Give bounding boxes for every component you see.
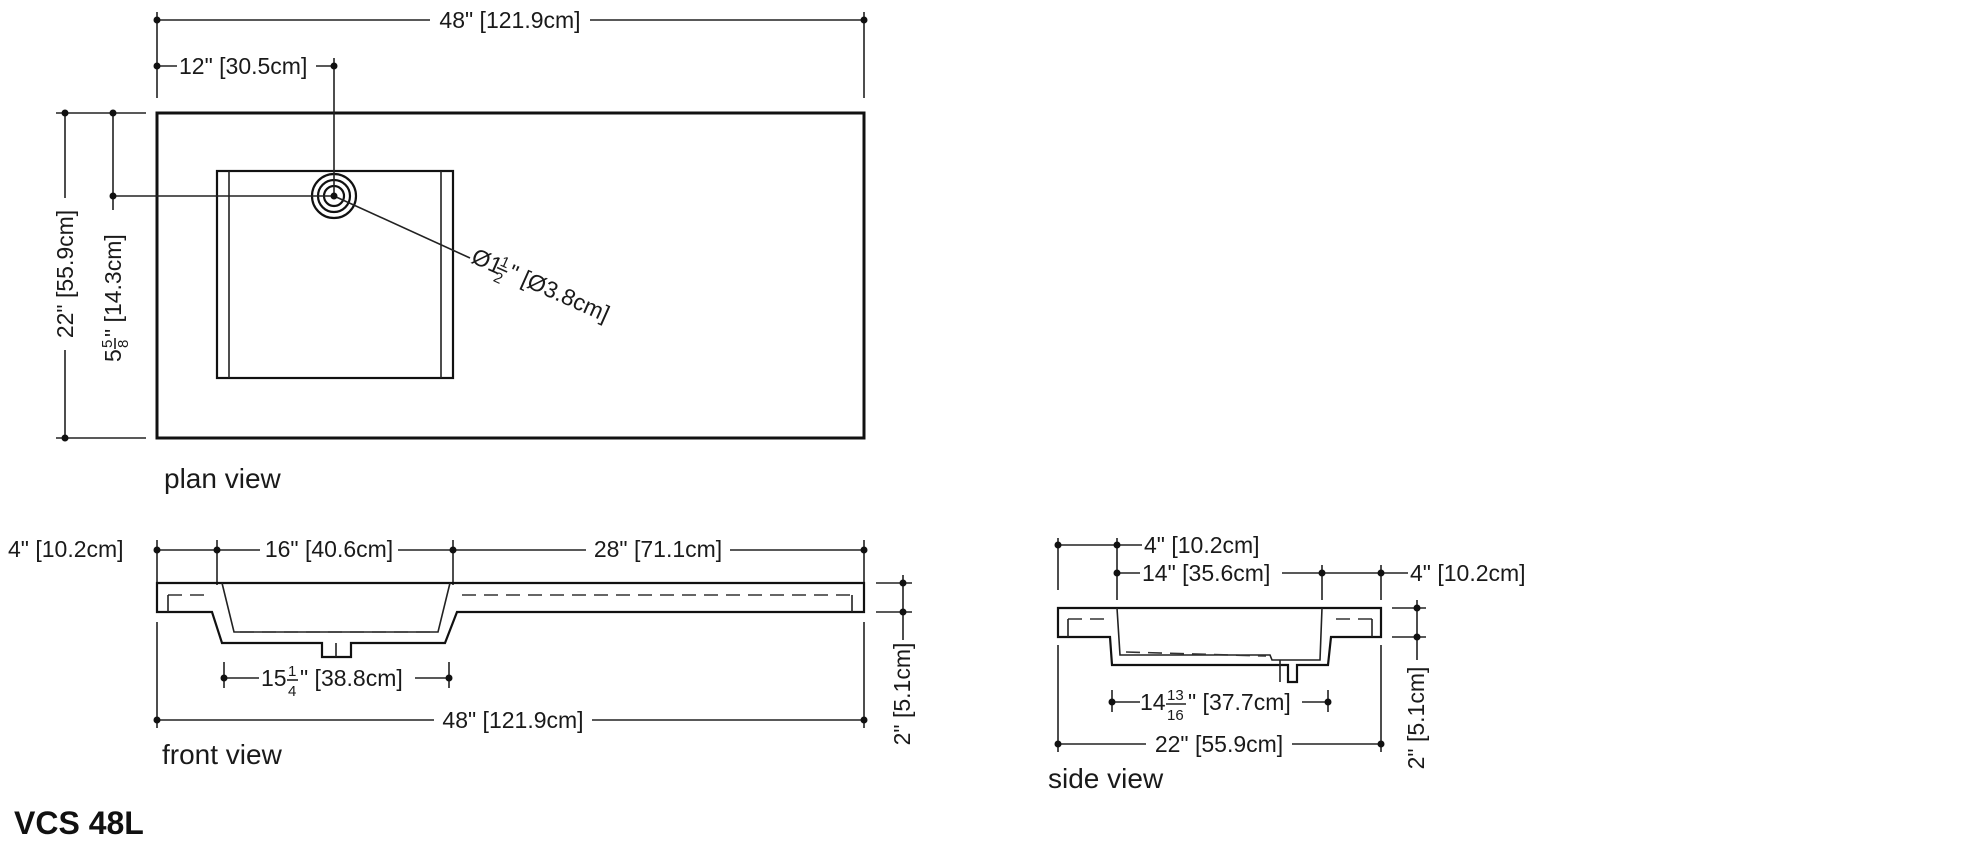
svg-text:15: 15: [261, 665, 287, 691]
plan-countertop-outline: [155, 111, 866, 440]
front-profile: [155, 581, 866, 659]
side-back-deck-label: 4" [10.2cm]: [1144, 532, 1260, 558]
plan-depth-label: 22" [55.9cm]: [52, 210, 78, 338]
front-thickness-dimension: 2" [5.1cm]: [876, 575, 915, 745]
svg-text:5: 5: [100, 349, 126, 362]
svg-text:14: 14: [1140, 689, 1166, 715]
front-interior-width-label: 15 1 4 " [38.8cm]: [261, 663, 403, 700]
plan-overall-width-dimension: 48" [121.9cm]: [153, 7, 868, 98]
plan-drain-setback-dimension: 5 5 8 " [14.3cm]: [99, 109, 334, 362]
front-left-deck-label: 4" [10.2cm]: [8, 536, 124, 562]
side-overall-depth-label: 22" [55.9cm]: [1155, 731, 1283, 757]
plan-drain-offset-dimension: 12" [30.5cm]: [153, 53, 338, 196]
plan-drain-diameter-label: Ø1 1 2 " [Ø3.8cm]: [468, 243, 614, 327]
svg-text:8: 8: [115, 340, 132, 348]
plan-bowl: [215, 169, 455, 380]
svg-text:4: 4: [288, 683, 296, 700]
svg-text:" [38.8cm]: " [38.8cm]: [300, 665, 403, 691]
plan-drain-diameter-callout: Ø1 1 2 " [Ø3.8cm]: [330, 192, 614, 327]
svg-text:" [14.3cm]: " [14.3cm]: [100, 234, 126, 337]
svg-text:" [Ø3.8cm]: " [Ø3.8cm]: [505, 259, 614, 327]
side-interior-depth-label: 14 13 16 " [37.7cm]: [1140, 687, 1291, 724]
side-thickness-dimension: 2" [5.1cm]: [1392, 600, 1429, 769]
plan-drain-offset-label: 12" [30.5cm]: [179, 53, 307, 79]
front-deck-dimension-chain: 4" [10.2cm] 16" [40.6cm] 28" [71.1cm]: [0, 534, 868, 585]
plan-view-caption: plan view: [164, 463, 282, 494]
svg-text:13: 13: [1167, 687, 1184, 704]
plan-overall-width-label: 48" [121.9cm]: [439, 7, 580, 33]
front-overall-width-dimension: 48" [121.9cm]: [153, 622, 868, 733]
side-view-caption: side view: [1048, 763, 1164, 794]
side-bowl-depth-dimension: 14" [35.6cm] 4" [10.2cm]: [1113, 560, 1526, 600]
svg-text:5: 5: [99, 340, 116, 348]
front-right-deck-label: 28" [71.1cm]: [594, 536, 722, 562]
svg-text:1: 1: [288, 663, 296, 680]
side-view: 4" [10.2cm] 14" [35.6cm] 4" [10.2cm]: [1048, 532, 1526, 794]
side-front-deck-label: 4" [10.2cm]: [1410, 560, 1526, 586]
side-thickness-label: 2" [5.1cm]: [1403, 667, 1429, 770]
side-interior-depth-dimension: 14 13 16 " [37.7cm]: [1108, 687, 1332, 724]
side-back-deck-dimension: 4" [10.2cm]: [1054, 532, 1260, 600]
front-bowl-width-label: 16" [40.6cm]: [265, 536, 393, 562]
plan-depth-dimension: 22" [55.9cm]: [52, 109, 146, 442]
front-interior-width-dimension: 15 1 4 " [38.8cm]: [220, 662, 453, 700]
side-bowl-depth-label: 14" [35.6cm]: [1142, 560, 1270, 586]
front-view: 4" [10.2cm] 16" [40.6cm] 28" [71.1cm]: [0, 534, 915, 770]
plan-view: 48" [121.9cm] 12" [30.5cm] 22" [55.9cm]: [52, 7, 868, 494]
front-view-caption: front view: [162, 739, 283, 770]
side-overall-depth-dimension: 22" [55.9cm]: [1054, 645, 1385, 757]
model-code: VCS 48L: [14, 805, 144, 841]
front-thickness-label: 2" [5.1cm]: [889, 643, 915, 746]
svg-text:16: 16: [1167, 707, 1184, 724]
plan-drain-setback-label: 5 5 8 " [14.3cm]: [99, 234, 132, 362]
front-overall-width-label: 48" [121.9cm]: [442, 707, 583, 733]
side-profile: [1056, 606, 1383, 684]
svg-text:" [37.7cm]: " [37.7cm]: [1188, 689, 1291, 715]
